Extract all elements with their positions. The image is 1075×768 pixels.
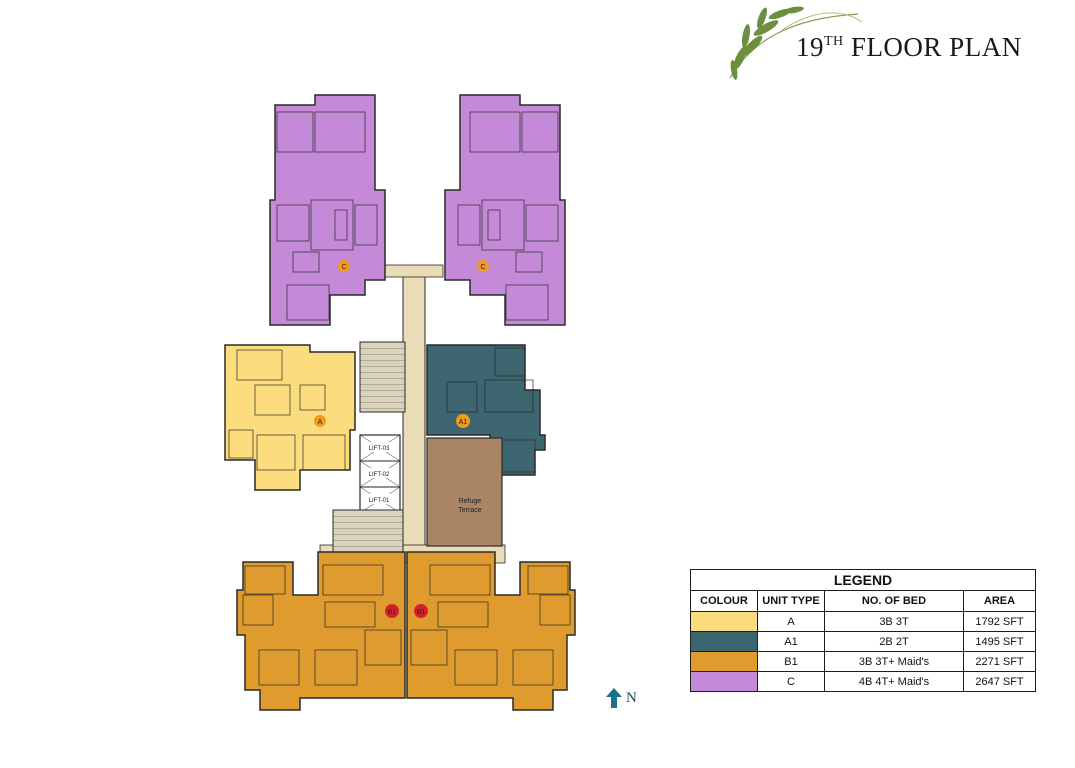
lift-label-02: LIFT-02 <box>369 472 390 478</box>
unit-type-cell: A <box>757 611 825 632</box>
refuge-label-2: Terrace <box>458 507 481 514</box>
svg-text:C: C <box>341 264 346 271</box>
floor-suffix: TH <box>824 34 844 49</box>
legend-row: C 4B 4T+ Maid's 2647 SFT <box>690 671 1036 692</box>
swatch-a1 <box>690 631 758 652</box>
swatch-b1 <box>690 651 758 672</box>
corridor <box>402 271 426 553</box>
area-cell: 2647 SFT <box>963 671 1036 692</box>
unit-b1-right <box>406 551 576 711</box>
lift-label-03: LIFT-03 <box>369 446 390 452</box>
tag-c-left: C <box>338 260 350 272</box>
tag-b1-right: B1 <box>414 604 428 618</box>
north-label: N <box>626 690 637 706</box>
svg-text:C: C <box>480 264 485 271</box>
title-rest: FLOOR PLAN <box>843 32 1022 62</box>
unit-type-cell: A1 <box>757 631 825 652</box>
unit-type-cell: B1 <box>757 651 825 672</box>
legend-title: LEGEND <box>690 569 1036 591</box>
legend-row: A1 2B 2T 1495 SFT <box>690 631 1036 652</box>
tag-c-right: C <box>477 260 489 272</box>
page-title: 19TH FLOOR PLAN <box>796 32 1022 63</box>
legend-row: A 3B 3T 1792 SFT <box>690 611 1036 632</box>
legend-row: B1 3B 3T+ Maid's 2271 SFT <box>690 651 1036 672</box>
area-cell: 1495 SFT <box>963 631 1036 652</box>
swatch-c <box>690 671 758 692</box>
legend-header-row: COLOUR UNIT TYPE NO. OF BED AREA <box>690 590 1036 612</box>
svg-text:A1: A1 <box>459 419 468 426</box>
unit-type-cell: C <box>757 671 825 692</box>
unit-b1-left <box>236 551 406 711</box>
tag-a1: A1 <box>456 414 470 428</box>
header-area: AREA <box>963 590 1036 612</box>
header-colour: COLOUR <box>690 590 758 612</box>
lift-label-01: LIFT-01 <box>369 498 390 504</box>
floor-number: 19 <box>796 32 824 62</box>
refuge-terrace <box>426 437 503 547</box>
beds-cell: 4B 4T+ Maid's <box>824 671 964 692</box>
north-arrow-icon <box>606 688 622 708</box>
floor-plan: LIFT-03 LIFT-02 LIFT-01 Refuge Terrace C… <box>224 94 576 711</box>
unit-a1 <box>426 344 546 476</box>
svg-text:B1: B1 <box>388 609 397 616</box>
leaf-branch-2 <box>781 12 863 31</box>
area-cell: 1792 SFT <box>963 611 1036 632</box>
legend-table: LEGEND COLOUR UNIT TYPE NO. OF BED AREA … <box>690 569 1036 692</box>
header-no-of-bed: NO. OF BED <box>824 590 964 612</box>
header-unit-type: UNIT TYPE <box>757 590 825 612</box>
refuge-label-1: Refuge <box>459 498 482 505</box>
beds-cell: 3B 3T <box>824 611 964 632</box>
beds-cell: 2B 2T <box>824 631 964 652</box>
tag-a: A <box>314 415 326 427</box>
stair-top <box>359 341 406 413</box>
corridor-top <box>384 264 444 278</box>
beds-cell: 3B 3T+ Maid's <box>824 651 964 672</box>
stair-bottom <box>332 509 404 553</box>
tag-b1-left: B1 <box>385 604 399 618</box>
title-leaf-decoration <box>729 6 863 80</box>
unit-a <box>224 344 356 491</box>
unit-c-left <box>269 94 386 326</box>
svg-text:B1: B1 <box>417 609 426 616</box>
unit-c-right <box>444 94 566 326</box>
area-cell: 2271 SFT <box>963 651 1036 672</box>
svg-text:A: A <box>318 419 323 426</box>
swatch-a <box>690 611 758 632</box>
